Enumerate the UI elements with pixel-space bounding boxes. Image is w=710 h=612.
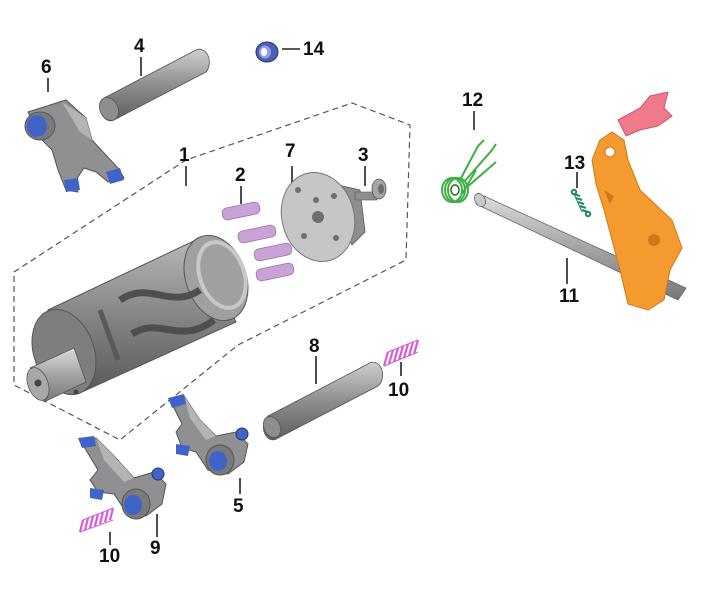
part-2-drum-pins <box>221 201 295 282</box>
callout-1: 1 <box>179 145 190 166</box>
callout-5: 5 <box>233 496 244 517</box>
part-10-spring-upper <box>382 339 420 367</box>
callout-2: 2 <box>235 165 246 186</box>
shift-lever-assembly <box>591 91 683 311</box>
callout-13: 13 <box>564 153 586 174</box>
part-4-shift-fork-rod <box>98 48 210 122</box>
leader-lines <box>47 48 578 545</box>
callout-11: 11 <box>559 286 580 307</box>
assembly-dashed-outline <box>13 102 411 441</box>
callout-8: 8 <box>309 336 320 357</box>
part-8-shift-fork-rod <box>262 361 384 441</box>
part-10-spring-lower <box>78 507 115 533</box>
part-6-shift-fork <box>24 99 125 193</box>
callout-4: 4 <box>134 36 145 57</box>
callout-10-upper: 10 <box>388 380 410 401</box>
callout-3: 3 <box>358 145 369 166</box>
part-3-screw <box>354 178 387 201</box>
part-7-cam-plate <box>280 172 366 262</box>
part-9-shift-fork <box>78 436 167 520</box>
part-5-shift-fork <box>168 394 249 476</box>
callout-12: 12 <box>462 90 484 111</box>
callout-7: 7 <box>285 141 296 162</box>
callout-9: 9 <box>150 538 161 559</box>
callout-6: 6 <box>41 57 52 78</box>
part-14-bushing-ring <box>255 41 279 63</box>
part-13-spring <box>570 188 592 218</box>
callout-10-lower: 10 <box>99 546 121 567</box>
callout-14: 14 <box>303 39 325 60</box>
part-1-shift-drum <box>26 234 249 403</box>
part-12-torsion-spring <box>441 139 497 203</box>
